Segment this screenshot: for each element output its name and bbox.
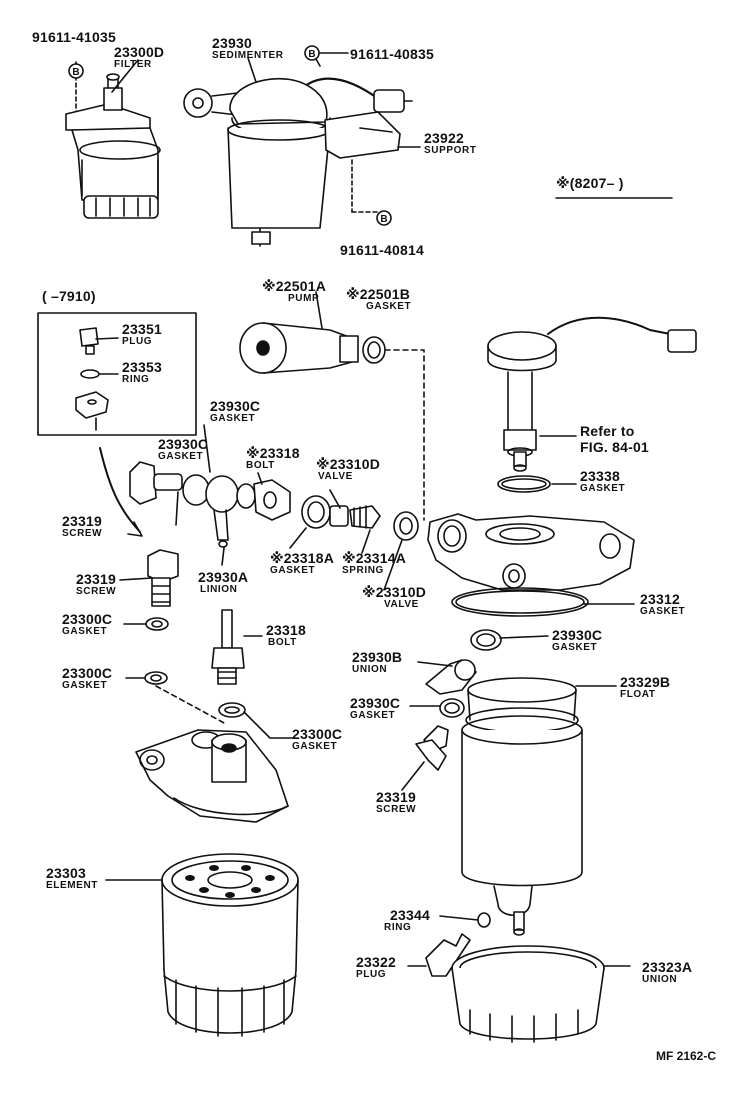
part-name-gasket-300c-c: GASKET <box>292 741 338 752</box>
part-number-bolt-mid: ※23318 <box>246 445 300 461</box>
part-name-spring: SPRING <box>342 565 384 576</box>
part-name-plug-322: PLUG <box>356 969 387 980</box>
part-name-screw-left: SCREW <box>76 586 117 597</box>
part-number-spring: ※23314A <box>342 550 407 566</box>
sedimenter-assembly-top <box>183 51 413 247</box>
part-name-union-323a: UNION <box>642 974 678 985</box>
part-number-valve-lower: ※23310D <box>362 584 427 600</box>
figure-code: MF 2162-C <box>656 1049 717 1063</box>
part-number-sedimenter: 23930 <box>212 35 252 51</box>
part-name-valve-upper: VALVE <box>318 471 353 482</box>
date-range-new: ※(8207– ) <box>556 175 624 191</box>
part-name-ring-344: RING <box>384 922 412 933</box>
part-name-sedimenter: SEDIMENTER <box>212 50 284 61</box>
part-number-gasket-930c-lower: 23930C <box>350 695 401 711</box>
part-number-support: 23922 <box>424 130 464 146</box>
refer-note-line2: FIG. 84-01 <box>580 439 649 455</box>
part-number-gasket-left: 23930C <box>158 436 209 452</box>
part-name-gasket-300c-b: GASKET <box>62 680 108 691</box>
part-number-union-930b: 23930B <box>352 649 403 665</box>
pump-assembly <box>239 291 425 521</box>
part-name-pump-gasket: GASKET <box>366 301 412 312</box>
part-name-screw-mid: SCREW <box>62 528 103 539</box>
part-name-gasket-930c-right: GASKET <box>552 642 598 653</box>
part-number-float: 23329B <box>620 674 671 690</box>
part-number-gasket-338: 23338 <box>580 468 620 484</box>
part-name-gasket-312: GASKET <box>640 606 686 617</box>
part-number-gasket-318a: ※23318A <box>270 550 335 566</box>
marker-b-top-left: B <box>68 63 84 79</box>
part-name-filter: FILTER <box>114 59 152 70</box>
part-name-ring: RING <box>122 374 150 385</box>
marker-b-sedimenter: B <box>304 45 320 61</box>
part-number-filter: 23300D <box>114 44 165 60</box>
part-name-element: ELEMENT <box>46 880 98 891</box>
part-number-plug-322: 23322 <box>356 954 396 970</box>
part-number-pump-gasket: ※22501B <box>346 286 411 302</box>
date-range-old: ( –7910) <box>42 288 96 304</box>
part-number-screw-mid: 23319 <box>62 513 102 529</box>
union-bolt-row <box>129 424 419 591</box>
part-name-pump: PUMP <box>288 293 320 304</box>
part-name-valve-lower: VALVE <box>384 599 419 610</box>
part-name-union-930b: UNION <box>352 664 388 675</box>
part-number-gasket-312: 23312 <box>640 591 680 607</box>
part-number-union-323a: 23323A <box>642 959 693 975</box>
sedimenter-bowl-right <box>401 629 617 977</box>
part-name-gasket-upper: GASKET <box>210 413 256 424</box>
part-number-pump: ※22501A <box>262 278 327 294</box>
part-number-gasket-300c-a: 23300C <box>62 611 113 627</box>
svg-text:B: B <box>72 67 79 78</box>
part-number-plug: 23351 <box>122 321 162 337</box>
part-number-gasket-930c-right: 23930C <box>552 627 603 643</box>
part-name-gasket-318a: GASKET <box>270 565 316 576</box>
part-number-gasket-300c-c: 23300C <box>292 726 343 742</box>
part-number-91611-41035: 91611-41035 <box>32 29 116 45</box>
part-number-bolt-lower: 23318 <box>266 622 306 638</box>
part-name-bolt-mid: BOLT <box>246 460 275 471</box>
part-name-plug: PLUG <box>122 336 153 347</box>
part-name-bolt-lower: BOLT <box>268 637 297 648</box>
union-ring-right <box>451 945 631 1043</box>
svg-text:B: B <box>380 214 387 225</box>
part-number-91611-40814: 91611-40814 <box>340 242 424 258</box>
part-name-support: SUPPORT <box>424 145 477 156</box>
part-name-gasket-930c-lower: GASKET <box>350 710 396 721</box>
part-number-element: 23303 <box>46 865 86 881</box>
filter-assembly-top <box>65 59 161 219</box>
part-number-valve-upper: ※23310D <box>316 456 381 472</box>
part-name-gasket-left: GASKET <box>158 451 204 462</box>
part-name-gasket-300c-a: GASKET <box>62 626 108 637</box>
part-name-gasket-338: GASKET <box>580 483 626 494</box>
filter-head-right <box>427 513 635 617</box>
part-number-ring: 23353 <box>122 359 162 375</box>
part-number-linion: 23930A <box>198 569 249 585</box>
sensor-assembly <box>487 316 697 493</box>
part-number-screw-right: 23319 <box>376 789 416 805</box>
part-number-91611-40835: 91611-40835 <box>350 46 434 62</box>
part-number-gasket-300c-b: 23300C <box>62 665 113 681</box>
part-number-gasket-upper: 23930C <box>210 398 261 414</box>
lower-left-assembly <box>105 549 299 1037</box>
svg-text:B: B <box>308 49 315 60</box>
part-name-float: FLOAT <box>620 689 656 700</box>
part-number-screw-left: 23319 <box>76 571 116 587</box>
superseded-parts-box <box>37 312 197 537</box>
part-number-ring-344: 23344 <box>390 907 430 923</box>
part-name-linion: LINION <box>200 584 238 595</box>
part-name-screw-right: SCREW <box>376 804 417 815</box>
marker-b-support: B <box>376 210 392 226</box>
refer-note-line1: Refer to <box>580 423 635 439</box>
